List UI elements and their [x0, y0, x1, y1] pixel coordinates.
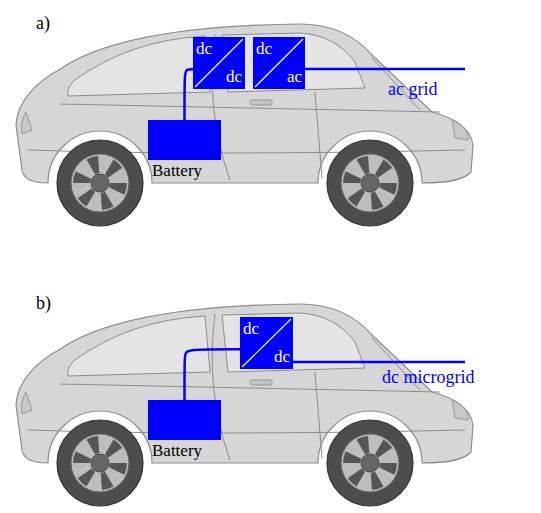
- converter-box: dcdc: [240, 317, 293, 369]
- panel-label: a): [36, 14, 50, 32]
- converter-label: dc: [196, 40, 212, 57]
- ac-grid-wire: [305, 68, 465, 71]
- grid-label: ac grid: [388, 80, 437, 98]
- converter-label: dc: [226, 68, 242, 85]
- converter-label: dc: [243, 320, 259, 337]
- converter-box: dcdc: [193, 37, 245, 89]
- battery-cable: [185, 349, 241, 400]
- battery-cable: [185, 69, 194, 120]
- panel-label: b): [36, 294, 51, 312]
- converter-label: dc: [256, 40, 272, 57]
- converter-label: dc: [274, 348, 290, 365]
- battery-label: Battery: [152, 162, 202, 179]
- dc-microgrid-wire: [293, 361, 465, 364]
- battery-block: Battery: [148, 400, 221, 440]
- grid-label: dc microgrid: [382, 368, 474, 386]
- converter-label: ac: [287, 68, 302, 85]
- battery-label: Battery: [152, 442, 202, 459]
- converter-box: dcac: [253, 37, 305, 89]
- battery-block: Battery: [148, 120, 221, 160]
